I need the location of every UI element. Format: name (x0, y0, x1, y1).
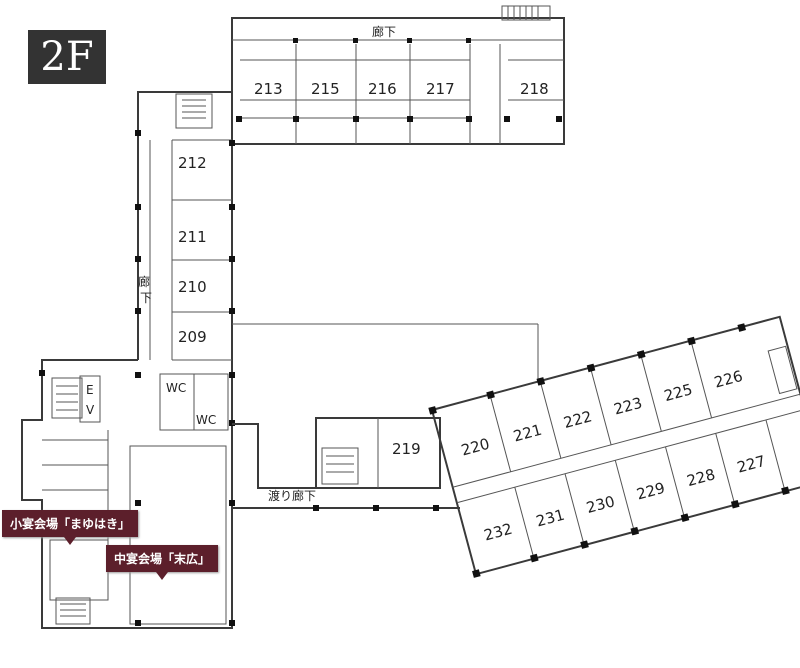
stair-bottom-left (55, 597, 91, 625)
ev-label-e: E (86, 383, 94, 397)
medium-banquet-hall (129, 445, 227, 625)
lower-left-block: E V WC WC (21, 359, 235, 629)
middle-block: 219 (315, 417, 441, 489)
room-229: 229 (635, 479, 667, 504)
bridge-corridor: 渡り廊下 (232, 323, 539, 511)
stair-middle (321, 447, 359, 485)
room-211: 211 (178, 228, 207, 246)
room-215: 215 (311, 80, 340, 98)
callout-small-banquet-hall[interactable]: 小宴会場「まゆはき」 (2, 510, 139, 545)
connector-wing (137, 91, 232, 129)
small-banquet-hall (49, 539, 109, 601)
room-210: 210 (178, 278, 207, 296)
stair-upper (175, 93, 213, 129)
corridor-label-side-2: 下 (140, 291, 152, 305)
wc-label-2: WC (196, 413, 216, 427)
room-227: 227 (735, 452, 767, 477)
room-213: 213 (254, 80, 283, 98)
left-wing: 212 211 210 209 廊 下 (135, 92, 235, 370)
bridge-label: 渡り廊下 (268, 488, 316, 503)
room-212: 212 (178, 154, 207, 172)
top-wing: 213 215 216 217 218 廊下 (231, 5, 565, 145)
room-209: 209 (178, 328, 207, 346)
corridor-label-side-1: 廊 (138, 274, 150, 289)
elevator (79, 375, 101, 423)
ev-label-v: V (86, 403, 95, 417)
room-221: 221 (511, 421, 543, 446)
stair-right (767, 345, 798, 395)
room-220: 220 (459, 435, 491, 460)
room-232: 232 (482, 520, 514, 545)
top-wing-outline (231, 17, 565, 145)
room-219: 219 (392, 440, 421, 458)
stair-lower-left (51, 377, 83, 419)
room-217: 217 (426, 80, 455, 98)
room-222: 222 (562, 407, 594, 432)
corridor-label-top: 廊下 (372, 24, 396, 39)
room-223: 223 (612, 394, 644, 419)
room-226: 226 (712, 367, 744, 392)
room-228: 228 (685, 465, 717, 490)
room-231: 231 (534, 506, 566, 531)
floor-badge: 2F (28, 30, 106, 84)
room-230: 230 (584, 492, 616, 517)
room-216: 216 (368, 80, 397, 98)
right-wing-outline (430, 315, 800, 576)
room-218: 218 (520, 80, 549, 98)
wc-label-1: WC (166, 381, 186, 395)
room-225: 225 (662, 380, 694, 405)
right-wing: 220 221 222 223 225 226 232 231 230 229 … (428, 315, 800, 578)
callout-medium-banquet-hall[interactable]: 中宴会場「末広」 (106, 545, 219, 580)
